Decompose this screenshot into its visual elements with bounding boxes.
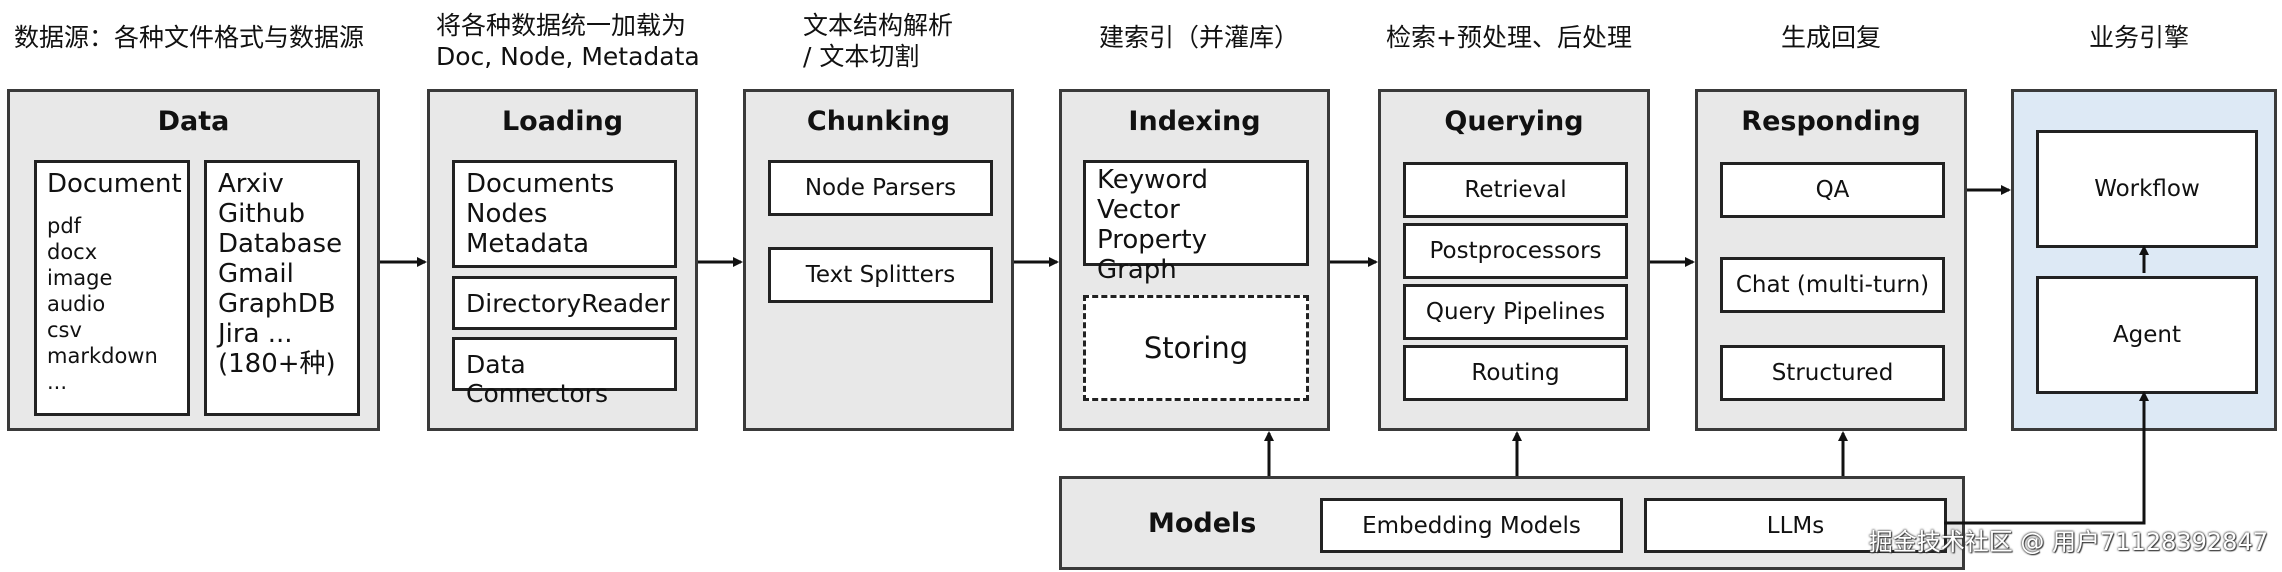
node-parsers-box: Node Parsers bbox=[768, 160, 993, 216]
caption-loading: 将各种数据统一加载为 Doc, Node, Metadata bbox=[436, 11, 700, 71]
storing-box: Storing bbox=[1083, 295, 1309, 401]
index-types-box: Keyword Vector Property Graph bbox=[1083, 160, 1309, 285]
stage-engine: Workflow Agent bbox=[2011, 89, 2277, 431]
stage-title-chunking: Chunking bbox=[806, 106, 951, 137]
caption-data: 数据源：各种文件格式与数据源 bbox=[14, 23, 365, 52]
stage-title-querying: Querying bbox=[1444, 106, 1584, 137]
stage-responding: Responding QA Chat (multi-turn) Structur… bbox=[1695, 89, 1967, 431]
arrow-llms-to-agent bbox=[1944, 391, 2149, 525]
chat-box: Chat (multi-turn) bbox=[1720, 257, 1945, 313]
caption-indexing: 建索引（并灌库） bbox=[1099, 23, 1300, 52]
routing-box: Routing bbox=[1403, 345, 1628, 401]
models-title: Models bbox=[1148, 508, 1257, 539]
embedding-models-box: Embedding Models bbox=[1320, 498, 1623, 553]
text-splitters-box: Text Splitters bbox=[768, 247, 993, 303]
data-sources-box: Arxiv Github Database Gmail GraphDB Jira… bbox=[204, 160, 360, 416]
stage-title-loading: Loading bbox=[501, 106, 624, 137]
directory-reader-box: DirectoryReader bbox=[452, 276, 677, 330]
stage-querying: Querying Retrieval Postprocessors Query … bbox=[1378, 89, 1650, 431]
document-formats: pdf docx image audio csv markdown ... bbox=[47, 214, 158, 394]
caption-engine: 业务引擎 bbox=[2089, 23, 2190, 52]
stage-title-responding: Responding bbox=[1741, 106, 1921, 137]
caption-chunking: 文本结构解析 / 文本切割 bbox=[803, 11, 954, 71]
watermark: 掘金技术社区 @ 用户7112839284​7 bbox=[1868, 528, 2268, 556]
models-bar: Models Embedding Models LLMs bbox=[1059, 476, 1965, 570]
postprocessors-box: Postprocessors bbox=[1403, 223, 1628, 279]
stage-loading: Loading Documents Nodes Metadata Directo… bbox=[427, 89, 698, 431]
stage-title-indexing: Indexing bbox=[1128, 106, 1261, 137]
llms-box: LLMs bbox=[1644, 498, 1947, 553]
caption-responding: 生成回复 bbox=[1781, 23, 1882, 52]
data-connectors-box: Data Connectors bbox=[452, 337, 677, 408]
document-box: Document pdf docx image audio csv markdo… bbox=[34, 160, 190, 416]
workflow-box: Workflow bbox=[2036, 130, 2258, 248]
qa-box: QA bbox=[1720, 162, 1945, 218]
stage-data: Data Document pdf docx image audio csv m… bbox=[7, 89, 380, 431]
agent-box: Agent bbox=[2036, 276, 2258, 394]
stage-title-data: Data bbox=[157, 106, 230, 137]
document-title: Document bbox=[47, 169, 182, 199]
structured-box: Structured bbox=[1720, 345, 1945, 401]
caption-querying: 检索+预处理、后处理 bbox=[1386, 23, 1632, 52]
query-pipelines-box: Query Pipelines bbox=[1403, 284, 1628, 340]
loading-items-box: Documents Nodes Metadata bbox=[452, 160, 677, 268]
retrieval-box: Retrieval bbox=[1403, 162, 1628, 218]
stage-indexing: Indexing Keyword Vector Property Graph S… bbox=[1059, 89, 1330, 431]
stage-chunking: Chunking Node Parsers Text Splitters bbox=[743, 89, 1014, 431]
